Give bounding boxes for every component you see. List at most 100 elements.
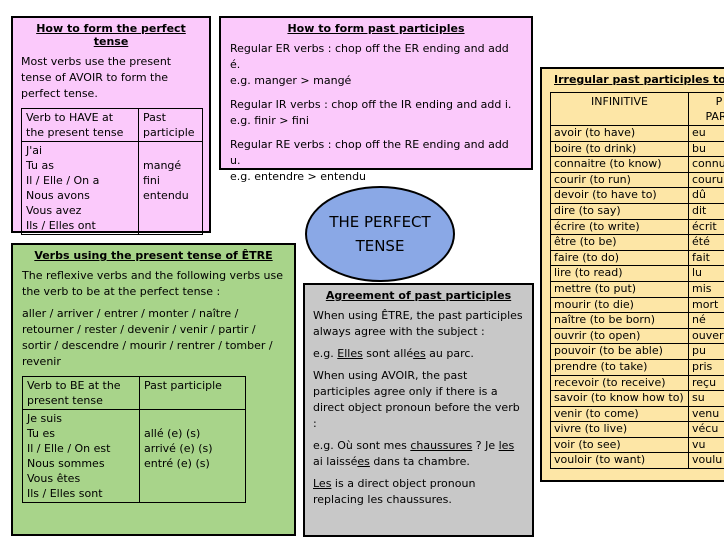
irregular-participle: bu — [688, 140, 724, 158]
rule-re-line2: e.g. entendre > entendu — [230, 170, 367, 183]
irregular-infinitive: avoir (to have) — [550, 125, 689, 142]
agreement-title: Agreement of past participles — [325, 289, 512, 302]
rule-ir-line1: Regular IR verbs : chop off the IR endin… — [230, 98, 512, 111]
past-participles-title: How to form past participles — [287, 22, 465, 35]
irregular-participle: couru — [688, 171, 724, 189]
avoir-participle: entendu — [143, 189, 189, 202]
irregular-row: voir (to see)vu — [550, 436, 724, 454]
irregular-participle: ouvert — [688, 327, 724, 345]
agreement-avoir-text: When using AVOIR, the past participles a… — [313, 369, 520, 430]
irregular-participle: dit — [688, 202, 724, 220]
irregular-participle: su — [688, 390, 724, 407]
irregular-participle: été — [688, 234, 724, 251]
irregular-infinitive: ouvrir (to open) — [550, 327, 689, 345]
irregular-row: dire (to say)dit — [550, 202, 724, 220]
etre-pronoun: Vous êtes — [27, 472, 81, 485]
irregular-infinitive: être (to be) — [550, 234, 689, 251]
heading-line1: THE PERFECT — [329, 213, 431, 231]
agreement-box: Agreement of past participles When using… — [303, 283, 534, 537]
irregular-participle: dû — [688, 187, 724, 204]
irregular-participle: connu — [688, 156, 724, 173]
irregular-participle: vu — [688, 436, 724, 454]
avoir-table: Verb to HAVE at the present tense Past p… — [21, 108, 203, 235]
irregular-infinitive: vivre (to live) — [550, 421, 689, 438]
irregular-row: vivre (to live)vécu — [550, 421, 724, 438]
avoir-pronoun: Il / Elle / On a — [26, 174, 100, 187]
irregular-infinitive: connaitre (to know) — [550, 156, 689, 173]
irregular-row: ouvrir (to open)ouvert — [550, 327, 724, 345]
irregular-infinitive: naître (to be born) — [550, 312, 689, 329]
irregular-infinitive: mettre (to put) — [550, 280, 689, 298]
irregular-participle: mort — [688, 296, 724, 314]
etre-pronoun: Je suis — [27, 412, 62, 425]
agreement-etre-text: When using ÊTRE, the past participles al… — [313, 309, 523, 338]
agreement-etre-example: e.g. Elles sont allées au parc. — [313, 347, 474, 360]
irregular-infinitive: savoir (to know how to) — [550, 390, 689, 407]
irregular-title: Irregular past participles to lea — [554, 73, 724, 86]
etre-participles-cell: allé (e) (s) arrivé (e) (s) entré (e) (s… — [139, 409, 246, 503]
irregular-participle: fait — [688, 249, 724, 267]
perfect-tense-intro: Most verbs use the present tense of AVOI… — [21, 55, 172, 100]
perfect-tense-heading: THE PERFECT TENSE — [305, 186, 455, 282]
irregular-row: savoir (to know how to)su — [550, 390, 724, 407]
avoir-participle: fini — [143, 174, 160, 187]
irregular-infinitive: vouloir (to want) — [550, 452, 689, 470]
irregular-infinitive: pouvoir (to be able) — [550, 343, 689, 360]
etre-pronoun: Nous sommes — [27, 457, 105, 470]
past-participles-box: How to form past participles Regular ER … — [219, 16, 533, 183]
avoir-pronoun: J'ai — [26, 144, 43, 157]
irregular-infinitive: boire (to drink) — [550, 140, 689, 158]
irregular-row: mourir (to die)mort — [550, 296, 724, 314]
irregular-row: faire (to do)fait — [550, 249, 724, 267]
perfect-tense-title: How to form the perfect tense — [36, 22, 186, 48]
agreement-avoir-example: e.g. Où sont mes chaussures ? Je les ai … — [313, 439, 515, 468]
irregular-infinitive: courir (to run) — [550, 171, 689, 189]
avoir-pronoun: Tu as — [26, 159, 54, 172]
avoir-pronoun: Vous avez — [26, 204, 82, 217]
irregular-participle: né — [688, 312, 724, 329]
etre-col1-header: Verb to BE at the present tense — [22, 376, 140, 410]
etre-pronouns-cell: Je suis Tu es Il / Elle / On est Nous so… — [22, 409, 140, 503]
etre-participle: entré (e) (s) — [144, 457, 210, 470]
etre-intro: The reflexive verbs and the following ve… — [22, 269, 284, 298]
etre-pronoun: Ils / Elles sont — [27, 487, 103, 500]
avoir-participles-cell: mangé fini entendu — [138, 141, 203, 235]
irregular-infinitive: devoir (to have to) — [550, 187, 689, 204]
irregular-participle: vécu — [688, 421, 724, 438]
rule-er: Regular ER verbs : chop off the ER endin… — [230, 41, 522, 89]
irregular-row: courir (to run)couru — [550, 171, 724, 189]
etre-title: Verbs using the present tense of ÊTRE — [34, 249, 273, 262]
irregular-row: être (to be)été — [550, 234, 724, 251]
avoir-pronouns-cell: J'ai Tu as Il / Elle / On a Nous avons V… — [21, 141, 139, 235]
irregular-infinitive: écrire (to write) — [550, 218, 689, 236]
irregular-participle: pu — [688, 343, 724, 360]
irregular-row: lire (to read)lu — [550, 265, 724, 282]
irregular-row: naître (to be born)né — [550, 312, 724, 329]
irregular-row: prendre (to take)pris — [550, 358, 724, 376]
rule-ir: Regular IR verbs : chop off the IR endin… — [230, 97, 522, 129]
irregular-participle: voulu — [688, 452, 724, 470]
etre-participle: arrivé (e) (s) — [144, 442, 213, 455]
irregular-row: pouvoir (to be able)pu — [550, 343, 724, 360]
irregular-table: INFINITIVE P PART avoir (to have)euboire… — [550, 92, 724, 470]
irregular-infinitive: recevoir (to receive) — [550, 374, 689, 392]
avoir-participle: mangé — [143, 159, 182, 172]
participle-header: P PART — [688, 92, 724, 126]
irregular-infinitive: voir (to see) — [550, 436, 689, 454]
irregular-row: devoir (to have to)dû — [550, 187, 724, 204]
rule-re: Regular RE verbs : chop off the RE endin… — [230, 137, 522, 185]
irregular-row: mettre (to put)mis — [550, 280, 724, 298]
irregular-participle: lu — [688, 265, 724, 282]
irregular-row: connaitre (to know)connu — [550, 156, 724, 173]
etre-pronoun: Tu es — [27, 427, 56, 440]
irregular-infinitive: mourir (to die) — [550, 296, 689, 314]
irregular-infinitive: venir (to come) — [550, 405, 689, 423]
etre-table: Verb to BE at the present tense Past par… — [22, 376, 246, 503]
irregular-box: Irregular past participles to lea INFINI… — [540, 67, 724, 482]
heading-line2: TENSE — [355, 237, 405, 255]
irregular-participle: écrit — [688, 218, 724, 236]
irregular-infinitive: lire (to read) — [550, 265, 689, 282]
rule-ir-line2: e.g. finir > fini — [230, 114, 309, 127]
avoir-pronoun: Ils / Elles ont — [26, 219, 96, 232]
